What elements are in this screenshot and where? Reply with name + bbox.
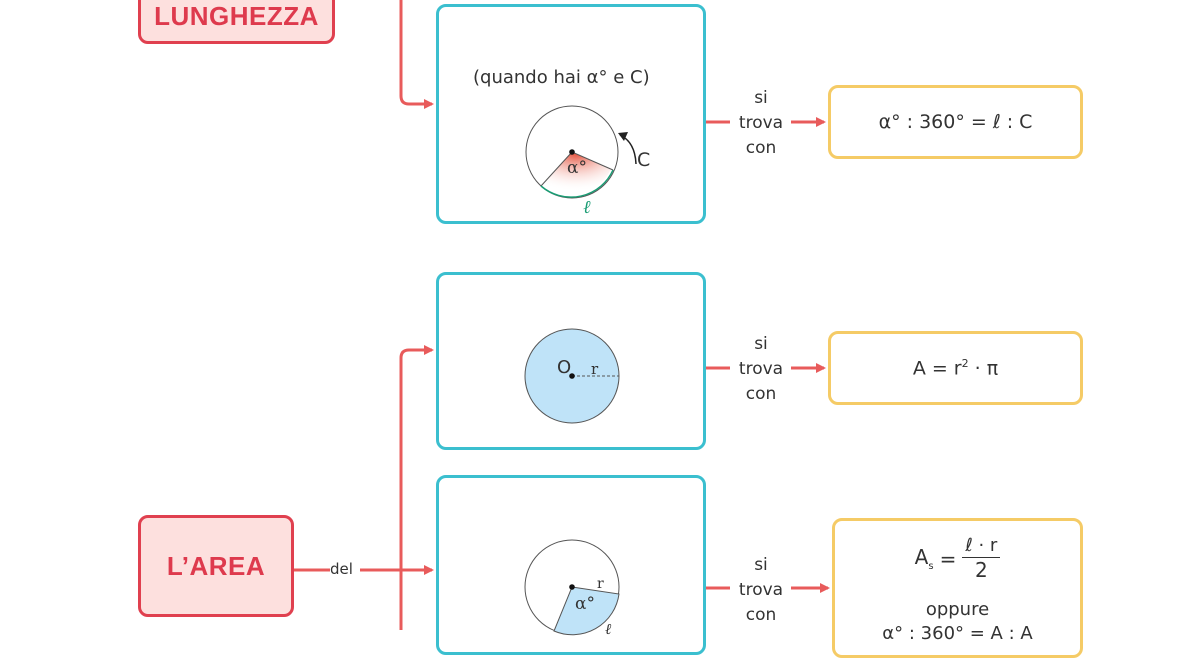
- connector-wires: [293, 0, 830, 630]
- center-dot: [569, 584, 575, 590]
- sector-formula: As = ℓ · r 2: [835, 535, 1080, 582]
- result-arc-length-formula: α° : 360° = ℓ : C: [878, 111, 1033, 133]
- connector-word: si: [754, 555, 768, 575]
- circumference-pointer: [619, 134, 637, 165]
- sector-radius-label: r: [597, 576, 604, 592]
- sector-angle-label: α°: [575, 594, 595, 614]
- case-arc-length-condition: (quando hai α° e C): [473, 67, 650, 88]
- formula-equals: =: [939, 546, 957, 571]
- connector-si-trova-con-3: si trova con: [731, 553, 791, 628]
- case-circle-area: O r: [436, 272, 706, 450]
- connector-si-trova-con-1: si trova con: [731, 86, 791, 161]
- sector-angle-fill: [541, 152, 611, 196]
- connector-word: si: [754, 334, 768, 354]
- case-sector-area: α° r ℓ: [436, 475, 706, 655]
- formula-subscript: s: [928, 561, 934, 572]
- angle-label: α°: [567, 158, 587, 178]
- circle-area-figure: [524, 328, 620, 424]
- formula-numerator: ℓ · r: [962, 535, 1001, 558]
- formula-rhs: · π: [968, 357, 999, 380]
- connector-word: trova: [738, 580, 784, 600]
- concept-length-label: LUNGHEZZA: [154, 0, 319, 31]
- formula-denominator: 2: [974, 558, 988, 582]
- concept-length: LUNGHEZZA: [138, 0, 335, 44]
- center-label: O: [557, 357, 572, 378]
- connector-word: con: [745, 384, 777, 404]
- connector-del: del: [330, 560, 353, 578]
- result-circle-area-formula: A = r2 · π: [913, 357, 998, 379]
- result-sector-area: As = ℓ · r 2 oppure α° : 360° = A : A: [832, 518, 1083, 658]
- formula-lhs: A: [914, 545, 929, 569]
- connector-word: trova: [738, 113, 784, 133]
- radius-label: r: [591, 360, 599, 378]
- concept-area: L’AREA: [138, 515, 294, 617]
- center-dot: [569, 373, 575, 379]
- sector-arc-label: ℓ: [605, 620, 612, 638]
- sector-alt-formula: α° : 360° = A : A: [882, 623, 1033, 644]
- connector-si-trova-con-2: si trova con: [731, 332, 791, 407]
- connector-word: con: [745, 138, 777, 158]
- length-to-case-arrow: [399, 0, 434, 109]
- sector-area-figure: [524, 539, 620, 636]
- connector-word: si: [754, 88, 768, 108]
- arc-length-figure: [525, 105, 637, 199]
- arc-highlight: [540, 169, 614, 198]
- connector-word: trova: [738, 359, 784, 379]
- result-circle-area: A = r2 · π: [828, 331, 1083, 405]
- center-dot: [569, 149, 575, 155]
- oppure-label: oppure: [925, 599, 990, 620]
- formula-exponent: 2: [961, 356, 969, 370]
- connector-word: con: [745, 605, 777, 625]
- case-arc-length: (quando hai α° e C) α° C ℓ: [436, 4, 706, 224]
- result-arc-length: α° : 360° = ℓ : C: [828, 85, 1083, 159]
- area-bus-arrow-top: [399, 345, 434, 630]
- formula-lhs: A = r: [912, 357, 962, 380]
- circumference-label: C: [637, 149, 651, 171]
- concept-area-label: L’AREA: [166, 550, 266, 581]
- arc-label: ℓ: [583, 197, 591, 218]
